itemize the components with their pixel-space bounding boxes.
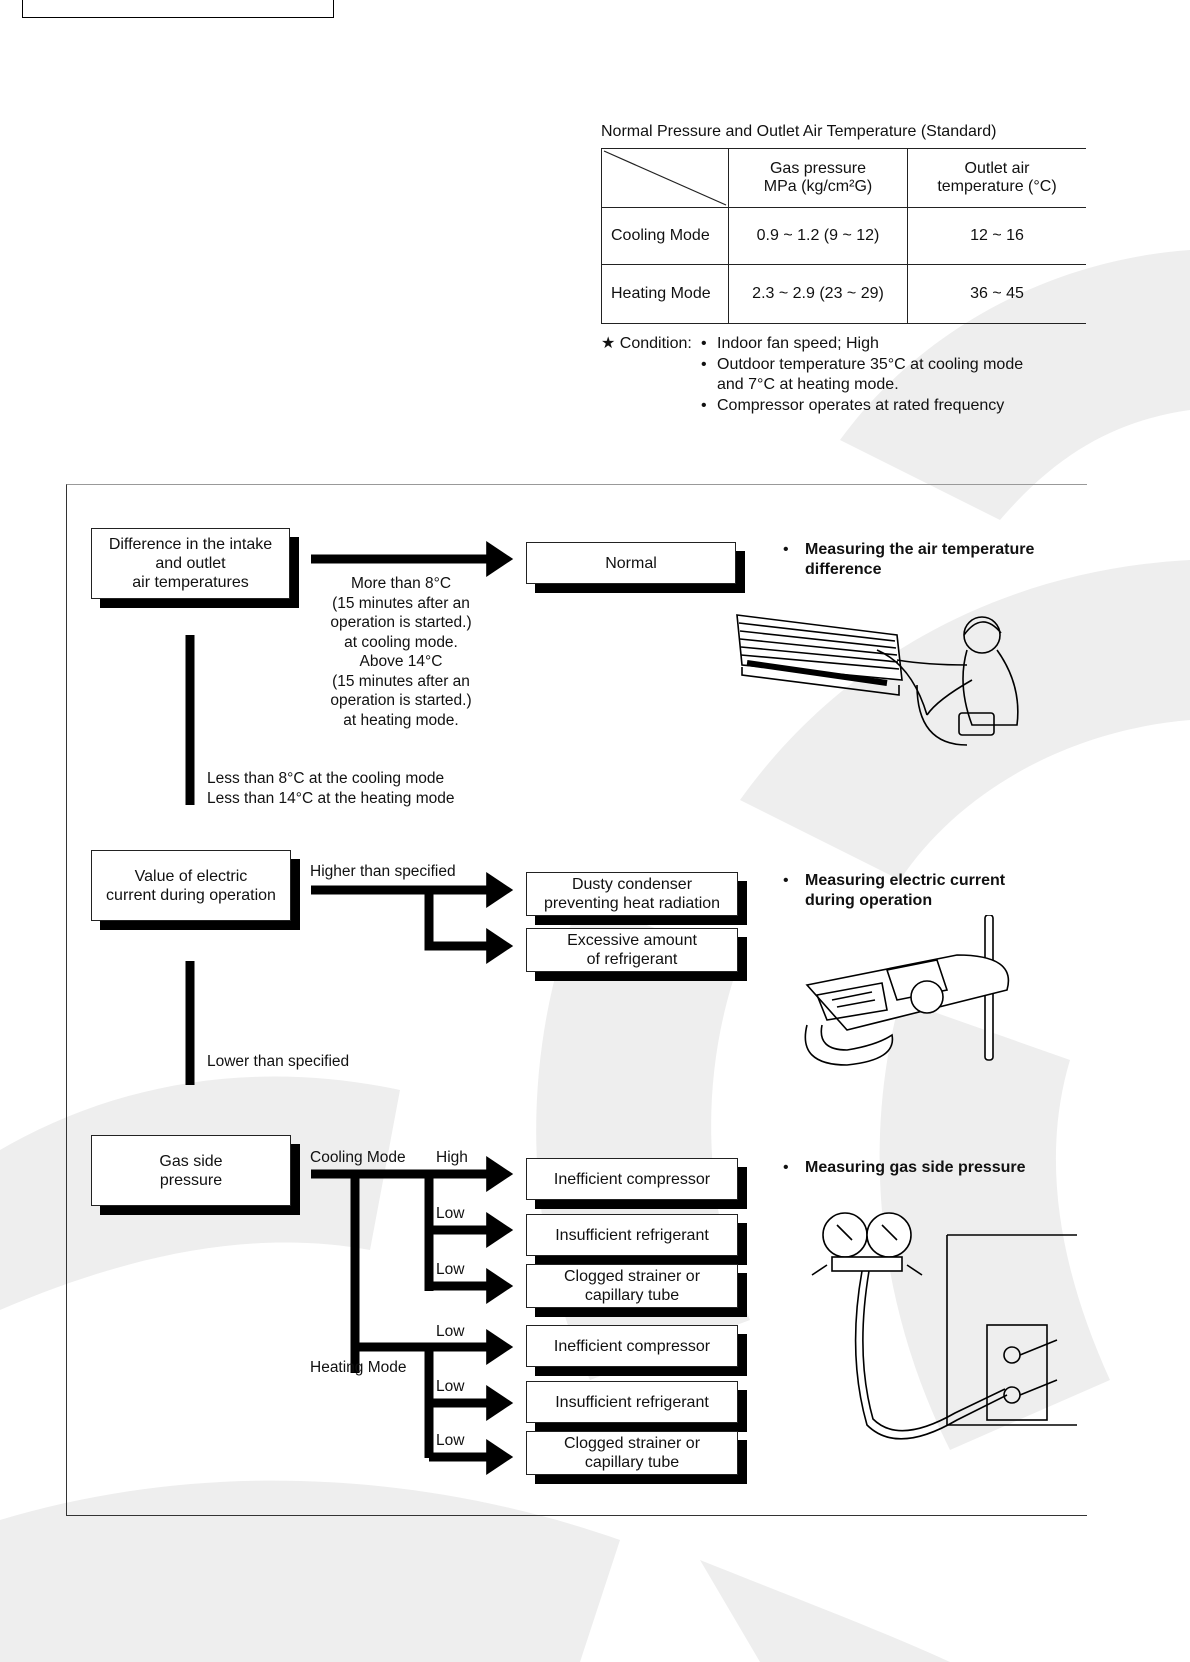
excessive-refrigerant-box: Excessive amount of refrigerant [526,928,738,972]
bullet-icon: • [783,1159,789,1176]
result-box: Clogged strainer or capillary tube [526,1431,738,1475]
condition-item: Outdoor temperature 35°C at cooling mode… [701,355,1041,396]
pressure-temperature-table: Gas pressure MPa (kg/cm²G) Outlet air te… [601,148,1086,324]
condition-item: Indoor fan speed; High [701,334,1041,355]
box-line: air temperatures [132,574,249,591]
note-air-temperature: • Measuring the air temperature differen… [783,540,1065,579]
result-label: Insufficient refrigerant [555,1393,709,1411]
row-pressure: 2.3 ~ 2.9 (23 ~ 29) [728,264,908,324]
result-label: capillary tube [584,1287,680,1304]
low-label: Low [436,1323,465,1340]
box-line: Difference in the intake [108,536,273,553]
normal-label: Normal [605,554,657,572]
low-label: Low [436,1261,465,1278]
row-temp: 12 ~ 16 [907,207,1086,265]
box-line: Excessive amount [567,932,697,949]
dusty-condenser-box: Dusty condenser preventing heat radiatio… [526,872,738,916]
box-line: of refrigerant [586,951,678,968]
table-corner-cell [601,148,729,208]
table-row: Cooling Mode 0.9 ~ 1.2 (9 ~ 12) 12 ~ 16 [601,207,1086,265]
condition-item: Compressor operates at rated frequency [701,396,1041,417]
heating-mode-label: Heating Mode [310,1359,407,1376]
less-than-cooling: Less than 8°C at the cooling mode [207,770,445,787]
low-label: Low [436,1378,465,1395]
condition-line: More than 8°C [350,575,452,592]
condition-line: (15 minutes after an [332,594,470,612]
row-temp: 36 ~ 45 [907,264,1086,324]
arrow-to-excessive [424,890,514,964]
condition-line: Above 14°C [359,653,443,670]
condition-line: at heating mode. [343,711,459,729]
result-label: Inefficient compressor [553,1170,711,1188]
diagonal-line-icon [603,150,727,206]
box-line: Value of electric [134,867,248,885]
air-temp-difference-box: Difference in the intake and outlet air … [91,528,290,599]
result-label: Clogged strainer or [563,1435,701,1452]
troubleshooting-flowchart: Difference in the intake and outlet air … [66,484,1087,1516]
normal-result-box: Normal [526,542,736,584]
result-box: Inefficient compressor [526,1325,738,1367]
gauge-manifold-illustration [811,1212,1077,1440]
row-mode: Heating Mode [601,264,729,324]
box-line: Gas side [159,1152,223,1170]
note-gas-pressure: • Measuring gas side pressure [783,1158,1065,1178]
col-header-temp: Outlet air temperature (°C) [907,148,1086,208]
low-label: Low [436,1432,465,1449]
header-box [22,0,334,18]
condition-list: Indoor fan speed; High Outdoor temperatu… [701,334,1041,416]
higher-than-specified: Higher than specified [310,863,456,880]
technician-measuring-illustration [736,614,1019,746]
low-label: Low [436,1205,465,1222]
box-line: pressure [159,1171,223,1189]
note-line: Measuring the air temperature [805,541,1035,558]
lower-than-specified: Lower than specified [207,1053,350,1070]
electric-current-box: Value of electric current during operati… [91,850,291,921]
note-line: Measuring gas side pressure [805,1159,1026,1176]
bullet-icon: • [783,872,789,889]
result-box: Clogged strainer or capillary tube [526,1264,738,1308]
note-line: difference [805,560,882,578]
clamp-meter-illustration [804,915,1010,1066]
box-line: current during operation [106,886,276,904]
condition-line: operation is started.) [330,692,472,709]
note-line: Measuring electric current [805,872,1006,889]
row-pressure: 0.9 ~ 1.2 (9 ~ 12) [728,207,908,265]
less-than-text: Less than 8°C at the cooling mode Less t… [207,769,454,808]
condition-line: operation is started.) [330,614,472,631]
col-header-pressure-line1: Gas pressure [769,160,867,177]
normal-condition-text: More than 8°C (15 minutes after an opera… [321,574,481,730]
box-line: and outlet [155,555,226,572]
result-box: Inefficient compressor [526,1158,738,1200]
cooling-mode-label: Cooling Mode [310,1149,406,1166]
col-header-temp-line1: Outlet air [964,160,1030,177]
result-label: Clogged strainer or [563,1268,701,1285]
result-label: Insufficient refrigerant [555,1226,709,1244]
result-box: Insufficient refrigerant [526,1381,738,1423]
condition-line: at cooling mode. [344,633,458,651]
result-label: capillary tube [584,1454,680,1471]
box-line: Dusty condenser [571,876,693,893]
note-electric-current: • Measuring electric current during oper… [783,871,1065,910]
bullet-icon: • [783,541,789,558]
gas-side-pressure-box: Gas side pressure [91,1135,291,1206]
result-label: Inefficient compressor [553,1337,711,1355]
condition-label: ★ Condition: [601,335,692,352]
less-than-heating: Less than 14°C at the heating mode [207,789,455,807]
table-title: Normal Pressure and Outlet Air Temperatu… [601,123,997,140]
high-label: High [436,1149,468,1166]
condition-line: (15 minutes after an [332,672,470,690]
col-header-pressure: Gas pressure MPa (kg/cm²G) [728,148,908,208]
col-header-temp-line2: temperature (°C) [937,178,1057,195]
table-row: Heating Mode 2.3 ~ 2.9 (23 ~ 29) 36 ~ 45 [601,264,1086,324]
note-line: during operation [805,891,933,909]
row-mode: Cooling Mode [601,207,729,265]
box-line: preventing heat radiation [543,895,721,912]
col-header-pressure-line2: MPa (kg/cm²G) [763,178,873,195]
result-box: Insufficient refrigerant [526,1214,738,1256]
flow-connectors [185,541,514,1475]
